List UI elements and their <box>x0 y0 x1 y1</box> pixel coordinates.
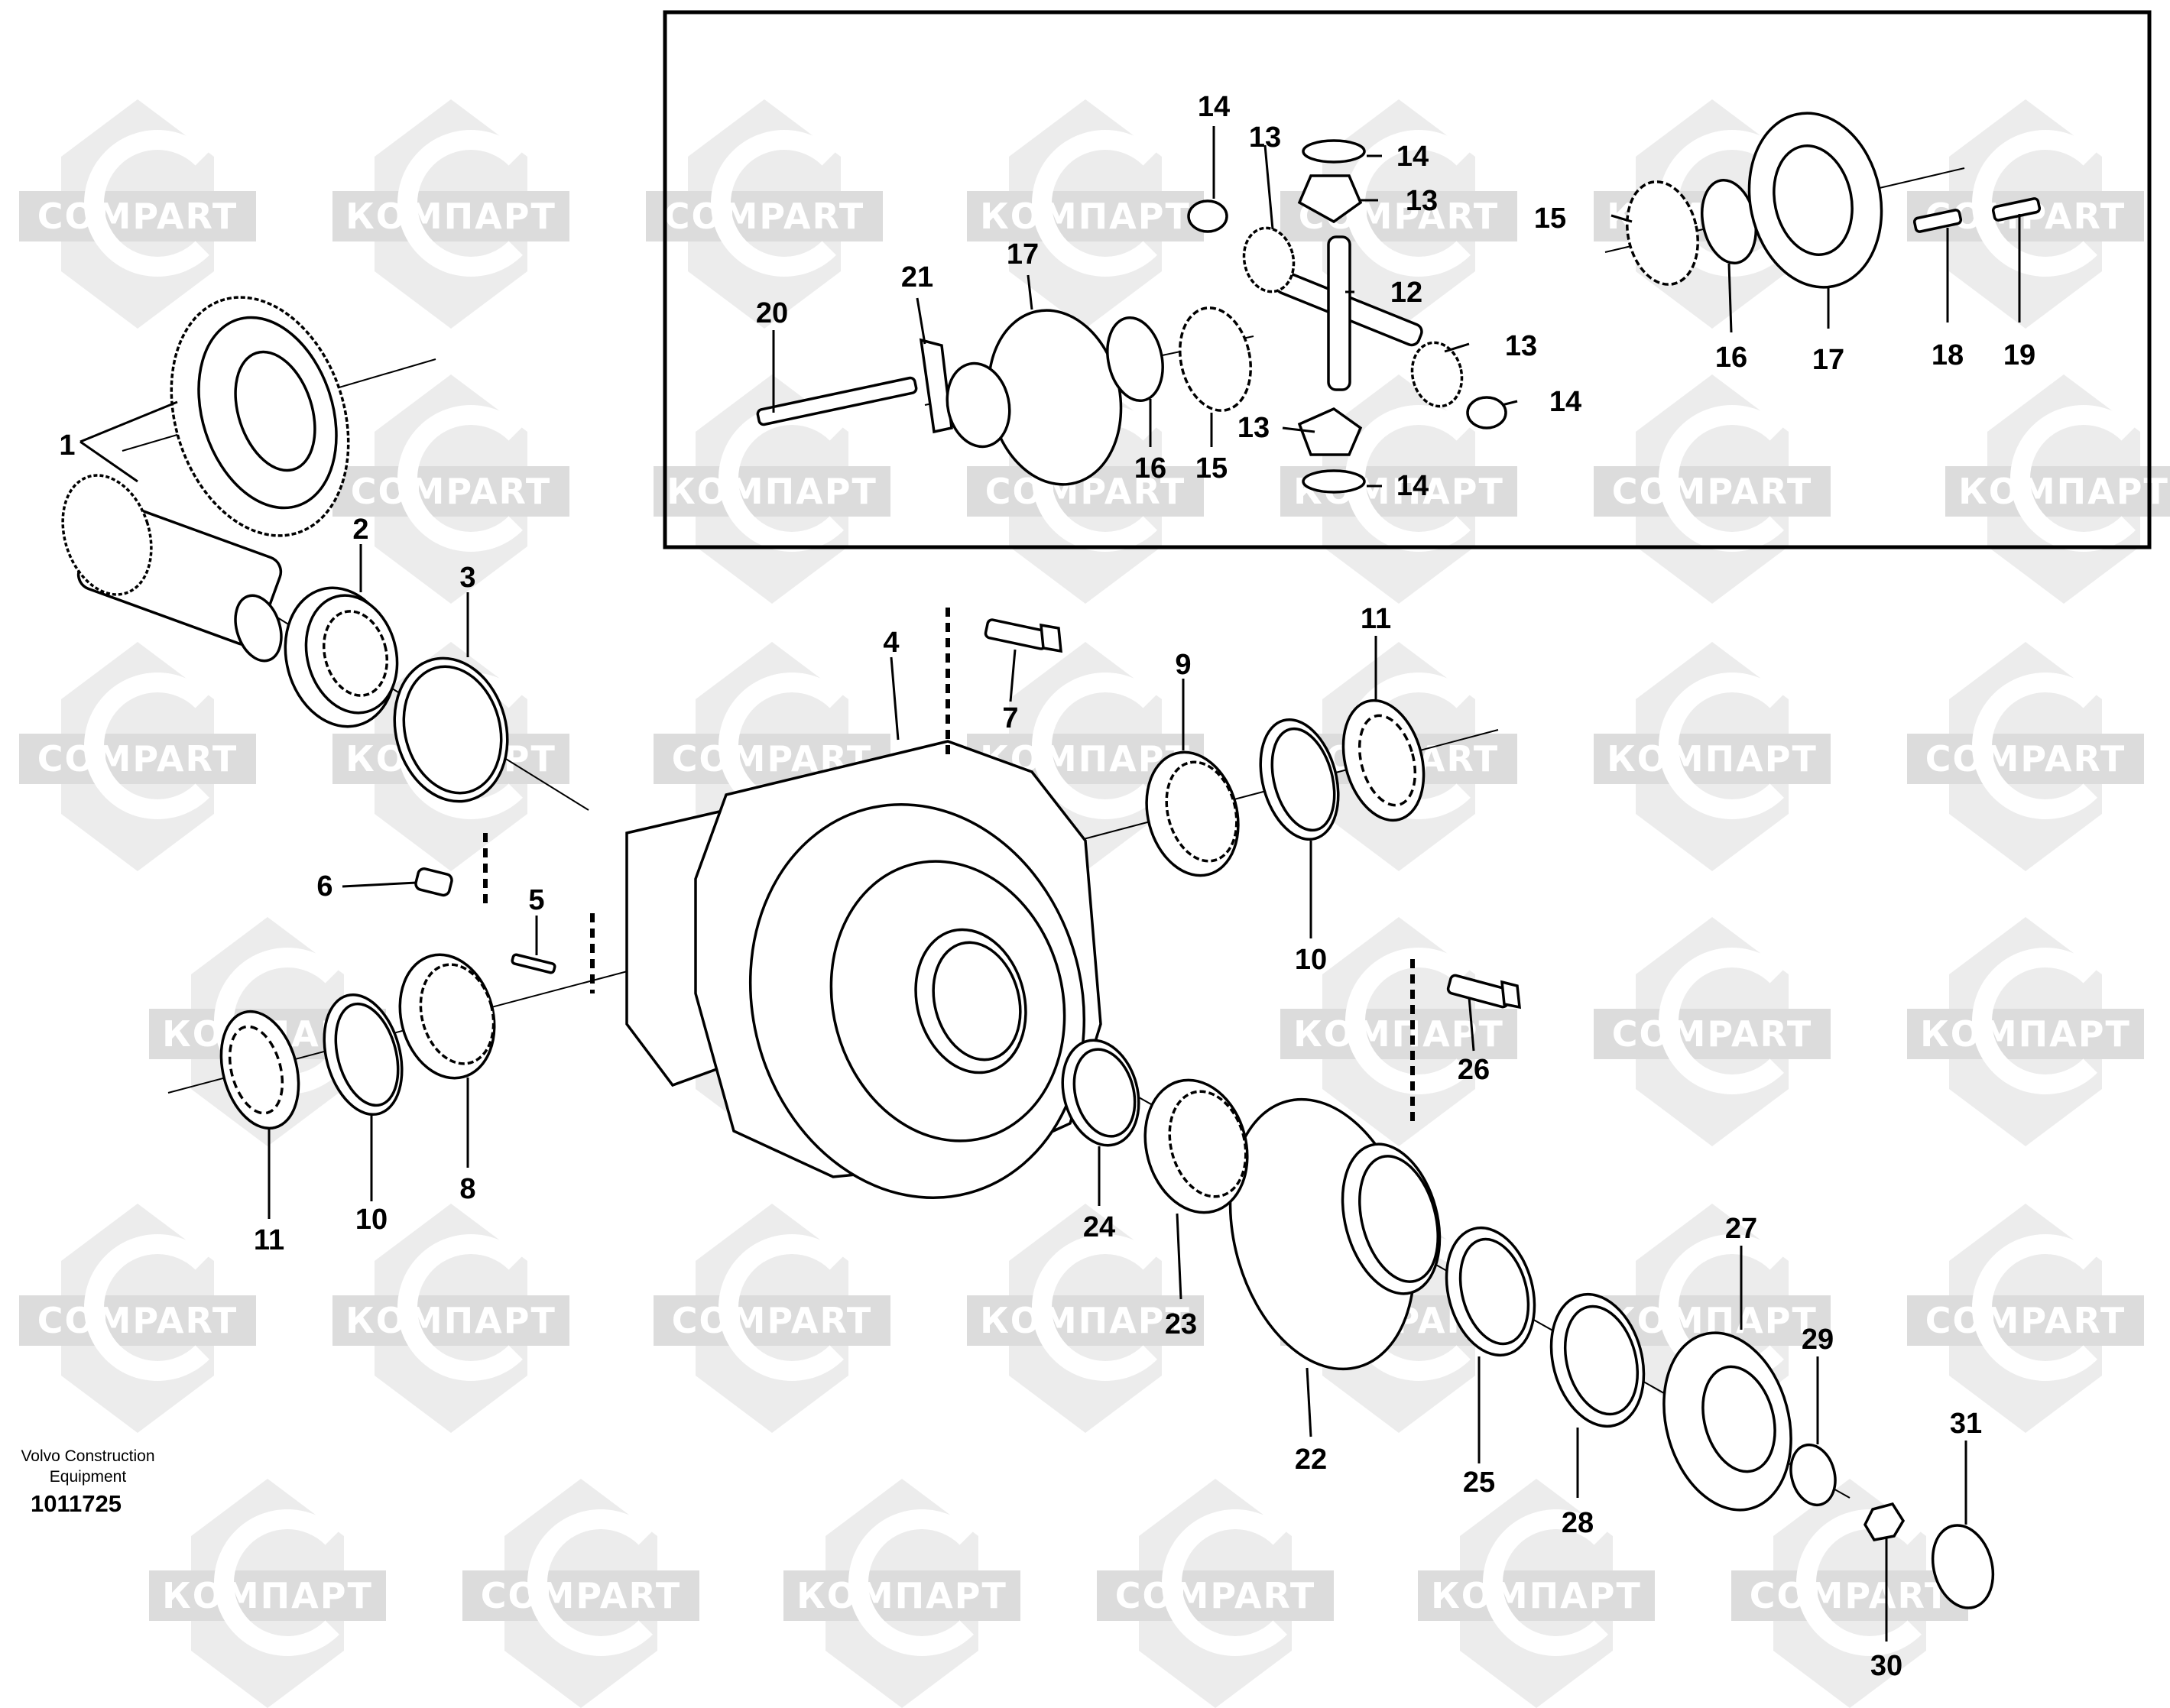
callout-23: 23 <box>1165 1308 1197 1340</box>
callout-13-b: 13 <box>1406 185 1438 217</box>
callout-13-c: 13 <box>1505 330 1537 362</box>
callout-12: 12 <box>1390 277 1422 309</box>
callout-6: 6 <box>316 870 332 903</box>
callout-17-right: 17 <box>1812 344 1844 376</box>
callout-16-right: 16 <box>1715 342 1747 374</box>
differential-parts <box>756 112 2042 494</box>
callout-2: 2 <box>352 514 368 546</box>
callout-10-upper: 10 <box>1295 944 1327 976</box>
leader-lines <box>79 126 2021 1642</box>
bearing-23 <box>1143 1078 1249 1214</box>
watermark: COMPART <box>646 99 883 329</box>
flange-27 <box>1662 1331 1792 1512</box>
callout-4: 4 <box>883 627 899 659</box>
watermark: КОМПАРТ <box>967 99 1204 329</box>
footer-diagram-number: 1011725 <box>31 1490 122 1517</box>
watermark: COMPART <box>1907 1204 2144 1433</box>
ring-10-upper <box>1259 718 1340 841</box>
callout-16-left: 16 <box>1134 452 1166 485</box>
callout-1: 1 <box>59 429 75 462</box>
seal-25 <box>1445 1226 1536 1357</box>
callout-labels: 1 2 3 4 5 6 7 8 9 10 10 11 11 12 13 13 1… <box>59 91 2035 1682</box>
callout-14-d: 14 <box>1396 470 1429 502</box>
callout-3: 3 <box>459 562 475 594</box>
callout-22: 22 <box>1295 1444 1327 1476</box>
watermark: КОМПАРТ <box>149 1479 386 1708</box>
footer-company-name: Volvo Construction Equipment <box>21 1447 155 1486</box>
callout-10-lower: 10 <box>355 1204 388 1236</box>
callout-9: 9 <box>1175 649 1191 681</box>
callout-14-c: 14 <box>1549 386 1581 418</box>
callout-24: 24 <box>1083 1211 1115 1243</box>
bevel-gear-set <box>61 296 350 663</box>
callout-18: 18 <box>1932 339 1964 371</box>
bearing-8 <box>398 953 496 1080</box>
seal-ring-3 <box>393 656 509 803</box>
seal-28 <box>1549 1292 1646 1428</box>
cover-22 <box>1228 1097 1442 1371</box>
axle-housing <box>625 740 1102 1199</box>
callout-26: 26 <box>1458 1054 1490 1086</box>
callout-14-b: 14 <box>1396 141 1429 173</box>
adjusting-nut-11-lower <box>219 1010 300 1130</box>
callout-30: 30 <box>1870 1650 1902 1682</box>
ring-24 <box>1061 1039 1140 1147</box>
differential-inset-frame <box>663 10 2152 549</box>
watermark: КОМПАРТ <box>332 99 569 329</box>
ring-10-lower <box>323 993 404 1117</box>
bearing-9 <box>1145 750 1240 877</box>
callout-15-left: 15 <box>1195 452 1228 485</box>
pin-5 <box>511 953 556 974</box>
callout-20: 20 <box>756 297 788 329</box>
callout-14-a: 14 <box>1198 91 1230 123</box>
watermark: КОМПАРТ <box>967 1204 1204 1433</box>
washer-29 <box>1789 1443 1837 1507</box>
callout-13-d: 13 <box>1237 412 1270 444</box>
callout-13-a: 13 <box>1249 122 1281 154</box>
watermark: КОМПАРТ <box>783 1479 1020 1708</box>
callout-29: 29 <box>1802 1324 1834 1356</box>
cap-31 <box>1931 1524 1995 1609</box>
callout-17-left: 17 <box>1007 238 1039 271</box>
watermark: КОМПАРТ <box>1280 917 1517 1146</box>
callout-19: 19 <box>2003 339 2035 371</box>
callout-21: 21 <box>901 261 933 293</box>
callout-28: 28 <box>1562 1507 1594 1539</box>
bearing-2 <box>284 586 399 728</box>
callout-7: 7 <box>1002 702 1018 734</box>
watermark: COMPART <box>1097 1479 1334 1708</box>
callout-31: 31 <box>1950 1408 1982 1440</box>
housing-bolts <box>483 608 1521 1127</box>
nut-30 <box>1863 1502 1906 1541</box>
callout-5: 5 <box>528 884 544 916</box>
callout-11-upper: 11 <box>1361 603 1391 635</box>
callout-15-right: 15 <box>1534 203 1566 235</box>
callout-25: 25 <box>1463 1467 1495 1499</box>
callout-27: 27 <box>1725 1213 1757 1245</box>
dowel-6 <box>414 867 453 897</box>
callout-8: 8 <box>459 1173 475 1205</box>
callout-11-lower: 11 <box>254 1224 284 1256</box>
watermark: COMPART <box>19 99 256 329</box>
adjusting-nut-11-upper <box>1341 698 1426 822</box>
